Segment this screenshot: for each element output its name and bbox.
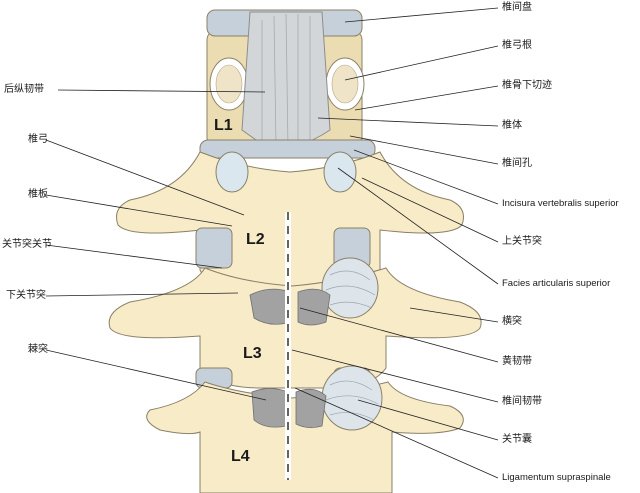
label-supraspinale: Ligamentum supraspinale — [502, 472, 611, 483]
label-posterior-longitudinal: 后纵韧带 — [4, 84, 44, 95]
label-disc: 椎间盘 — [502, 2, 532, 13]
vertebra-l1 — [206, 9, 365, 151]
label-flavum: 黄韧带 — [502, 356, 532, 367]
vertebra-l4 — [146, 365, 464, 493]
label-arch: 椎弓 — [28, 134, 48, 145]
ligamentum-flavum-l2-l3-right — [297, 288, 331, 326]
vertebra-label-l2: L2 — [246, 231, 265, 248]
label-facet-joint: 关节突关节 — [2, 239, 52, 250]
label-foramen: 椎间孔 — [502, 158, 532, 169]
vertebra-label-l4: L4 — [231, 448, 250, 465]
vertebra-l3 — [108, 257, 482, 389]
disc-l2-l3-left — [195, 227, 233, 269]
label-spinous: 棘突 — [28, 344, 48, 355]
vertebra-label-l1: L1 — [214, 117, 233, 134]
label-superior-process: 上关节突 — [502, 236, 542, 247]
joint-capsule-l2-l3 — [321, 257, 379, 319]
label-interspinous: 椎间韧带 — [502, 396, 542, 407]
disc-l1-l2 — [199, 139, 376, 159]
leader-lines — [45, 7, 499, 479]
label-capsule: 关节囊 — [502, 434, 532, 445]
superior-articular-facet-right — [323, 151, 357, 193]
label-pedicle: 椎弓根 — [502, 40, 532, 51]
vertebra-label-l3: L3 — [243, 345, 262, 362]
label-facies: Facies articularis superior — [502, 278, 611, 289]
superior-articular-facet-left — [215, 151, 249, 193]
ligamentum-flavum-l3-l4-left — [251, 388, 289, 428]
label-body: 椎体 — [502, 120, 522, 131]
label-incisura: Incisura vertebralis superior — [502, 198, 619, 209]
label-inferior-notch: 椎骨下切迹 — [502, 80, 552, 91]
label-lamina: 椎板 — [28, 189, 48, 200]
label-transverse: 横突 — [502, 316, 522, 327]
ligamentum-flavum-l2-l3-left — [249, 288, 291, 325]
ligamentum-flavum-l3-l4-right — [295, 388, 327, 428]
label-inferior-process: 下关节突 — [6, 290, 46, 301]
